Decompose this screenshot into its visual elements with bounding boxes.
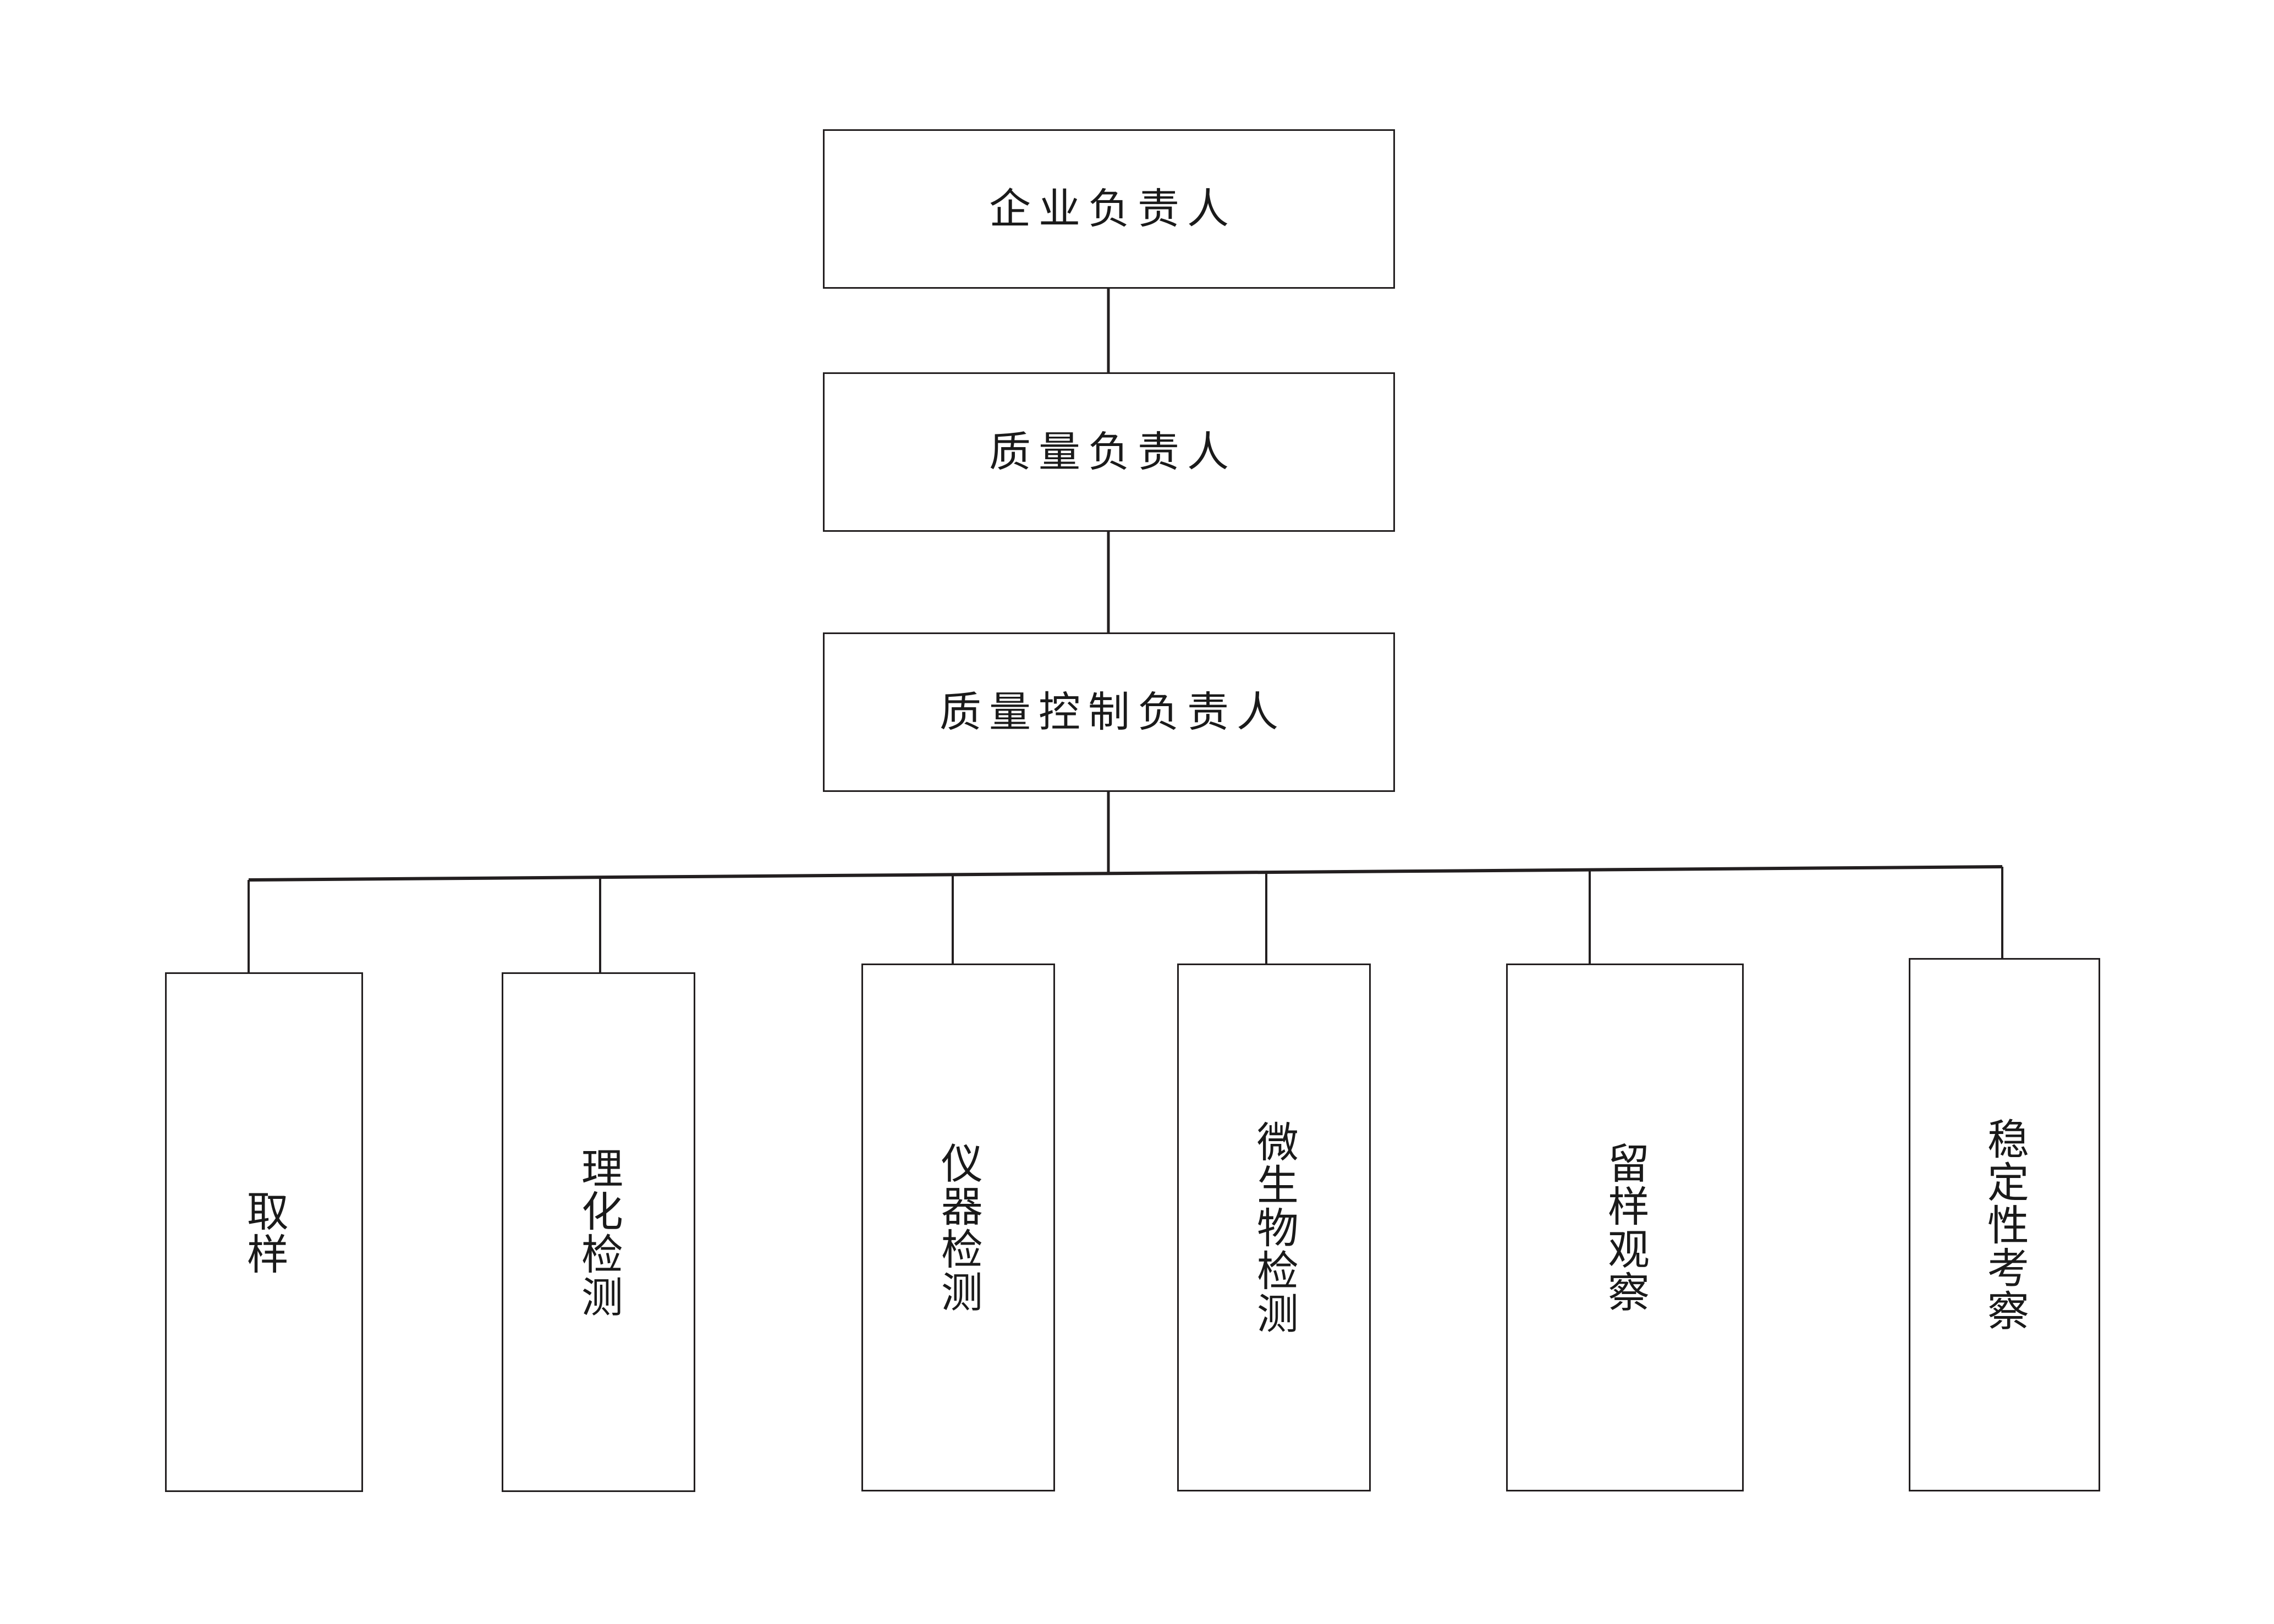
node-retained-sample-label: 留样观察 [1600,1142,1650,1313]
node-retained-sample[interactable]: 留样观察 [1506,964,1744,1491]
node-sampling-label: 取样 [239,1189,289,1275]
node-instrument-test-label: 仪器检测 [933,1142,983,1313]
node-quality-head-label: 质量负责人 [989,427,1237,477]
node-enterprise-head[interactable]: 企业负责人 [823,129,1395,289]
node-physicochemical-test[interactable]: 理化检测 [502,972,695,1492]
node-quality-control-head-label: 质量控制负责人 [940,687,1286,737]
node-enterprise-head-label: 企业负责人 [989,184,1237,234]
node-instrument-test[interactable]: 仪器检测 [861,964,1055,1491]
node-stability-study[interactable]: 稳定性考察 [1909,958,2100,1491]
node-quality-head[interactable]: 质量负责人 [823,372,1395,532]
node-stability-study-label: 稳定性考察 [1980,1117,2029,1332]
connector-horizontal-bus [248,865,2003,882]
node-quality-control-head[interactable]: 质量控制负责人 [823,632,1395,792]
node-microbiology-test-label: 微生物检测 [1249,1120,1299,1335]
node-physicochemical-test-label: 理化检测 [574,1146,623,1318]
node-microbiology-test[interactable]: 微生物检测 [1177,964,1371,1491]
node-sampling[interactable]: 取样 [165,972,363,1492]
